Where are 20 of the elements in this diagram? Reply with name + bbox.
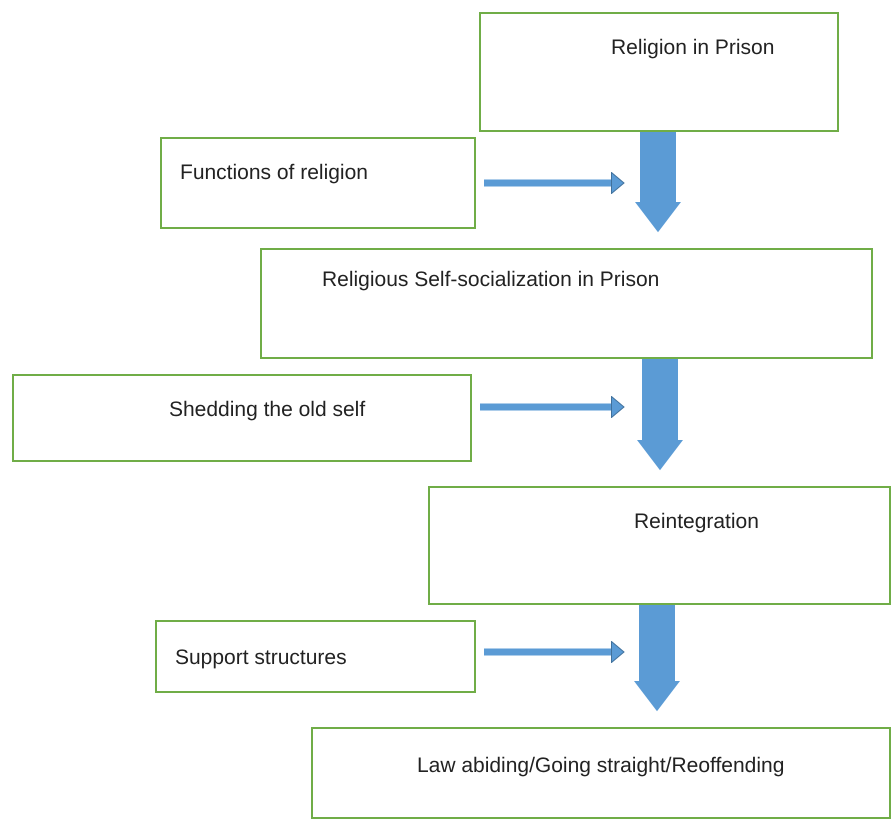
process-box	[160, 137, 476, 229]
block-arrow	[637, 359, 683, 470]
box-label: Reintegration	[634, 510, 759, 534]
arrow	[484, 172, 624, 194]
box-label: Religious Self-socialization in Prison	[322, 268, 660, 292]
block-arrow	[634, 605, 680, 712]
process-box	[260, 248, 873, 359]
box-label: Support structures	[175, 646, 347, 670]
block-arrow	[635, 132, 681, 232]
process-box	[479, 12, 839, 132]
arrow	[484, 641, 624, 663]
box-label: Law abiding/Going straight/Reoffending	[417, 754, 784, 778]
process-box	[428, 486, 891, 605]
process-box	[155, 620, 476, 693]
box-label: Functions of religion	[180, 161, 368, 185]
box-label: Shedding the old self	[169, 398, 366, 422]
arrow	[480, 396, 624, 418]
process-box	[311, 727, 891, 819]
box-label: Religion in Prison	[611, 36, 774, 60]
process-box	[12, 374, 472, 462]
